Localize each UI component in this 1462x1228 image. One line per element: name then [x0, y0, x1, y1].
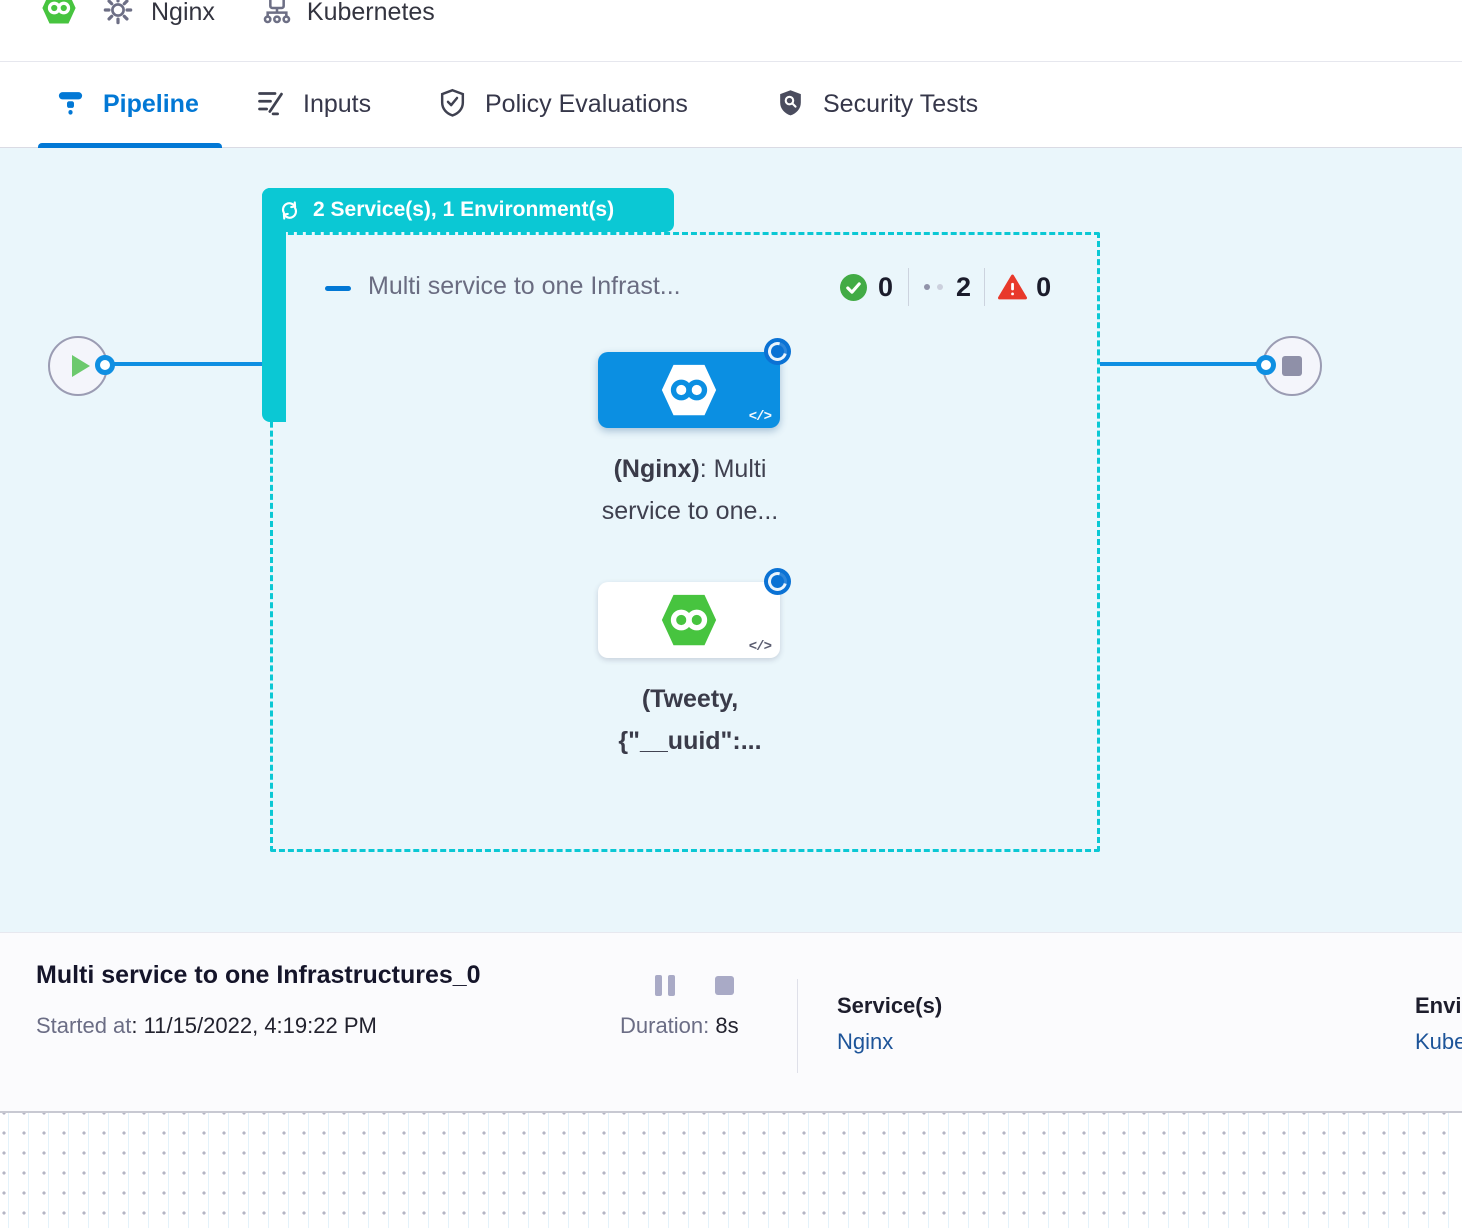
tab-security-tests-label: Security Tests [823, 90, 979, 118]
failed-count: 0 [1036, 271, 1052, 302]
inputs-icon [255, 87, 286, 123]
execution-title: Multi service to one Infrastructures_0 [36, 961, 481, 989]
count-divider [908, 268, 910, 306]
tab-policy-evaluations-label: Policy Evaluations [485, 90, 688, 118]
started-at-value: : 11/15/2022, 4:19:22 PM [131, 1013, 377, 1038]
count-divider [984, 268, 986, 306]
services-environments-badge[interactable]: 2 Service(s), 1 Environment(s) [262, 188, 674, 232]
tab-pipeline[interactable]: Pipeline [55, 62, 199, 147]
environment-icon [261, 0, 293, 31]
duration-label: Duration: [620, 1013, 710, 1038]
breadcrumb-bar: Nginx Kubernetes [0, 0, 1462, 62]
code-icon: </> [748, 409, 772, 425]
play-icon [72, 355, 90, 377]
breadcrumb-service[interactable]: Nginx [151, 0, 215, 26]
pause-button[interactable] [655, 975, 675, 996]
success-count: 0 [878, 271, 894, 302]
end-connector-ring [1256, 355, 1276, 375]
stage-label-nginx: (Nginx): Multi service to one... [559, 448, 821, 532]
stage-name-line2: service to one... [601, 497, 779, 525]
execution-summary-bar: Multi service to one Infrastructures_0 S… [0, 932, 1462, 1111]
code-icon: </> [748, 639, 772, 655]
stage-card-nginx[interactable]: </> [598, 338, 791, 428]
tab-pipeline-label: Pipeline [103, 90, 199, 118]
stage-group-box [270, 232, 1100, 852]
stage-card-tweety[interactable]: </> [598, 568, 791, 658]
security-shield-search-icon [775, 87, 806, 123]
stage-name-bold: (Nginx) [613, 455, 700, 483]
breadcrumb-environment[interactable]: Kubernetes [306, 0, 435, 26]
running-spinner-icon [764, 338, 791, 365]
harness-stage-icon [658, 589, 720, 656]
group-status-counts: 0 2 0 [840, 266, 1051, 308]
stage-label-tweety: (Tweety, {"__uuid":... [559, 678, 821, 762]
pipeline-canvas: 2 Service(s), 1 Environment(s) Multi ser… [0, 148, 1462, 932]
edge-start-to-group [108, 362, 270, 366]
pipeline-icon [55, 87, 86, 123]
policy-shield-check-icon [437, 87, 468, 123]
collapse-group-button[interactable] [325, 286, 351, 291]
footer-divider [797, 979, 798, 1073]
harness-stage-icon [658, 359, 720, 426]
start-connector-ring [95, 355, 115, 375]
console-grid-area [0, 1111, 1462, 1228]
started-at-row: Started at: 11/15/2022, 4:19:22 PM [36, 1013, 377, 1039]
tab-inputs[interactable]: Inputs [255, 62, 371, 147]
service-link[interactable]: Nginx [837, 1029, 894, 1054]
harness-logo-icon [40, 0, 78, 32]
success-icon [840, 273, 867, 301]
tab-security-tests[interactable]: Security Tests [775, 62, 978, 147]
stage-name-bold: (Tweety, [641, 685, 739, 713]
running-dots-icon [937, 284, 944, 290]
abort-button[interactable] [715, 976, 734, 995]
running-count: 2 [956, 271, 972, 302]
stage-name-rest: : Multi [699, 455, 767, 483]
environment-link[interactable]: Kubernetes [1415, 1029, 1462, 1054]
warning-icon [998, 274, 1028, 300]
edge-group-to-end [1100, 362, 1264, 366]
breadcrumb: Nginx Kubernetes [40, 0, 435, 36]
running-spinner-icon [764, 568, 791, 595]
tab-policy-evaluations[interactable]: Policy Evaluations [437, 62, 688, 147]
started-at-label: Started at [36, 1013, 132, 1038]
running-dots-icon [924, 284, 931, 290]
stage-name-line2: {"__uuid":... [618, 727, 762, 755]
group-title: Multi service to one Infrast... [368, 272, 681, 300]
active-tab-underline [38, 143, 222, 148]
tab-inputs-label: Inputs [303, 90, 372, 118]
duration-row: Duration: 8s [620, 1013, 739, 1039]
loop-icon [278, 199, 301, 222]
duration-value: 8s [715, 1013, 739, 1038]
gear-icon [102, 0, 134, 31]
services-label: Service(s) [837, 993, 943, 1018]
tab-bar: Pipeline Inputs Policy Evaluations [0, 62, 1462, 148]
stop-icon [1282, 356, 1302, 376]
badge-label: 2 Service(s), 1 Environment(s) [313, 198, 615, 221]
environments-label: Environment(s) [1415, 993, 1462, 1018]
